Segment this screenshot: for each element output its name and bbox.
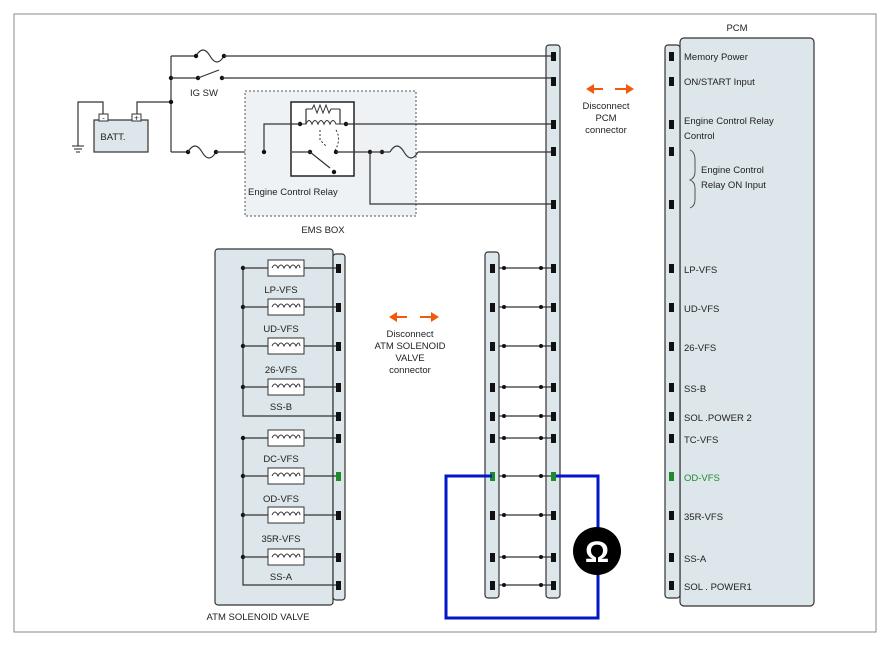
atm-harness-connector xyxy=(484,251,500,599)
pcm-pin-label: 35R-VFS xyxy=(684,512,723,523)
solenoid-label: DC-VFS xyxy=(263,454,298,465)
atm-valve-label: ATM SOLENOID VALVE xyxy=(207,612,310,623)
pcm-pin-label: Control xyxy=(684,131,715,142)
pcm-pin xyxy=(669,553,674,562)
solenoid-label: LP-VFS xyxy=(264,285,297,296)
pcm-pin-label: SOL .POWER 2 xyxy=(684,413,752,424)
pcm-pin-label: Engine Control xyxy=(701,165,764,176)
atm-disconnect-note: Disconnect xyxy=(387,329,434,340)
battery xyxy=(93,119,149,153)
pcm-pin xyxy=(669,303,674,312)
pcm-pin xyxy=(669,147,674,156)
ohmmeter-leads xyxy=(444,474,600,620)
pcm-pin xyxy=(669,52,674,61)
engine-control-relay xyxy=(290,101,355,177)
fuse-icon xyxy=(187,145,217,159)
atm-disconnect-note: ATM SOLENOID xyxy=(374,341,445,352)
solenoid-label: SS-B xyxy=(270,402,292,413)
pcm-pin xyxy=(669,342,674,351)
pcm-pin-label: TC-VFS xyxy=(684,435,718,446)
solenoid-label: SS-A xyxy=(270,572,293,583)
relay-label: Engine Control Relay xyxy=(248,187,338,198)
pcm-pin-label: SS-B xyxy=(684,384,706,395)
ig-switch-icon xyxy=(197,69,220,79)
battery-label: BATT. xyxy=(100,132,125,143)
fuse-icon xyxy=(389,145,419,159)
pcm-pin-label: Relay ON Input xyxy=(701,180,766,191)
pcm-pin-label: SS-A xyxy=(684,554,707,565)
harness-pins xyxy=(551,52,556,590)
brace xyxy=(688,149,696,209)
fuse-icon xyxy=(195,49,225,63)
solenoid-label: 26-VFS xyxy=(265,365,297,376)
pcm-pin-label: SOL . POWER1 xyxy=(684,582,752,593)
relay-coil-icon xyxy=(302,119,344,126)
pcm-disconnect-arrows xyxy=(586,84,634,94)
pcm-pin-markers xyxy=(669,52,674,590)
pcm-pin xyxy=(669,264,674,273)
harness-wire-dots xyxy=(502,266,543,587)
solenoid-label: OD-VFS xyxy=(263,494,299,505)
pcm-pin xyxy=(669,581,674,590)
pcm-connector xyxy=(664,44,681,599)
atm-disconnect-note: connector xyxy=(389,365,431,376)
pcm-pin xyxy=(669,120,674,129)
pcm-pin-label: LP-VFS xyxy=(684,265,717,276)
harness-wires xyxy=(499,267,551,586)
pcm-pin xyxy=(669,77,674,86)
svg-text:-: - xyxy=(102,114,105,123)
pcm-pin-label: Engine Control Relay xyxy=(684,116,774,127)
ig-sw-label: IG SW xyxy=(190,88,218,99)
solenoid-label: UD-VFS xyxy=(263,324,298,335)
pcm-pin xyxy=(669,200,674,209)
pcm-pin xyxy=(669,434,674,443)
pcm-pin-label-highlight: OD-VFS xyxy=(684,473,720,484)
atm-disconnect-note: VALVE xyxy=(395,353,424,364)
pcm-pin xyxy=(669,511,674,520)
pcm-pin xyxy=(669,412,674,421)
pcm-pin-label: UD-VFS xyxy=(684,304,719,315)
pcm-disconnect-note: connector xyxy=(585,125,627,136)
atm-valve-pins xyxy=(336,264,341,590)
atm-disconnect-arrows xyxy=(389,312,439,322)
pcm-pin xyxy=(669,383,674,392)
pcm-title: PCM xyxy=(726,23,747,34)
solenoid-coils: LP-VFS UD-VFS 26-VFS SS-B DC-VFS OD xyxy=(240,259,336,583)
pcm-pin-label: 26-VFS xyxy=(684,343,716,354)
pcm-pin-label: ON/START Input xyxy=(684,77,755,88)
pcm-disconnect-note: PCM xyxy=(595,113,616,124)
ohm-symbol: Ω xyxy=(585,536,609,569)
pcm-pin-label: Memory Power xyxy=(684,52,748,63)
pcm-pin-highlight xyxy=(669,472,674,481)
ohmmeter-icon xyxy=(573,527,621,575)
resistor-icon xyxy=(306,103,340,115)
atm-harness-pins xyxy=(490,264,495,590)
ground-icon xyxy=(72,145,84,153)
svg-text:+: + xyxy=(134,114,139,123)
pcm-disconnect-note: Disconnect xyxy=(583,101,630,112)
pcm-harness-connector xyxy=(545,44,561,599)
frame xyxy=(13,13,877,633)
solenoid-label: 35R-VFS xyxy=(261,534,300,545)
ems-box-label: EMS BOX xyxy=(301,225,345,236)
